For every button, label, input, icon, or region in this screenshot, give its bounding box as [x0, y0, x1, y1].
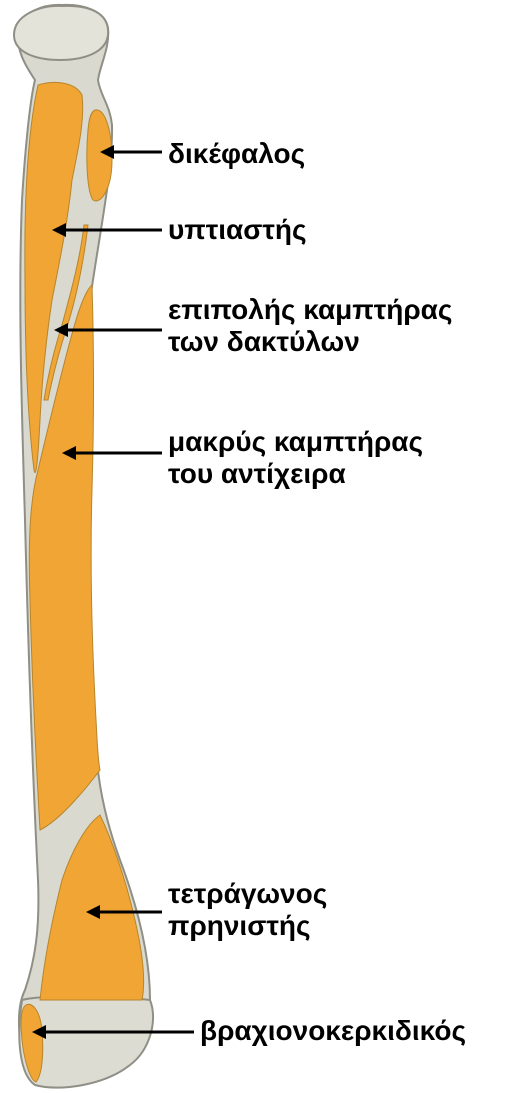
- label-flexor-pollicis-longus: μακρύς καμπτήρας του αντίχειρα: [168, 426, 423, 490]
- label-fpl-line1: μακρύς καμπτήρας: [168, 426, 423, 458]
- label-flexor-digitorum-superficialis: επιπολής καμπτήρας των δακτύλων: [168, 294, 452, 358]
- radius-head: [14, 6, 108, 60]
- label-fds-line2: των δακτύλων: [168, 326, 452, 358]
- label-brachioradialis-text: βραχιονοκερκιδικός: [200, 1015, 466, 1047]
- label-pronator-quadratus: τετράγωνος πρηνιστής: [168, 878, 327, 942]
- label-biceps-text: δικέφαλος: [168, 138, 305, 170]
- label-pq-line1: τετράγωνος: [168, 878, 327, 910]
- label-supinator: υπτιαστής: [168, 214, 307, 246]
- label-pq-line2: πρηνιστής: [168, 910, 327, 942]
- label-supinator-text: υπτιαστής: [168, 214, 307, 246]
- label-brachioradialis: βραχιονοκερκιδικός: [200, 1015, 466, 1047]
- label-fds-line1: επιπολής καμπτήρας: [168, 294, 452, 326]
- label-biceps: δικέφαλος: [168, 138, 305, 170]
- label-fpl-line2: του αντίχειρα: [168, 458, 423, 490]
